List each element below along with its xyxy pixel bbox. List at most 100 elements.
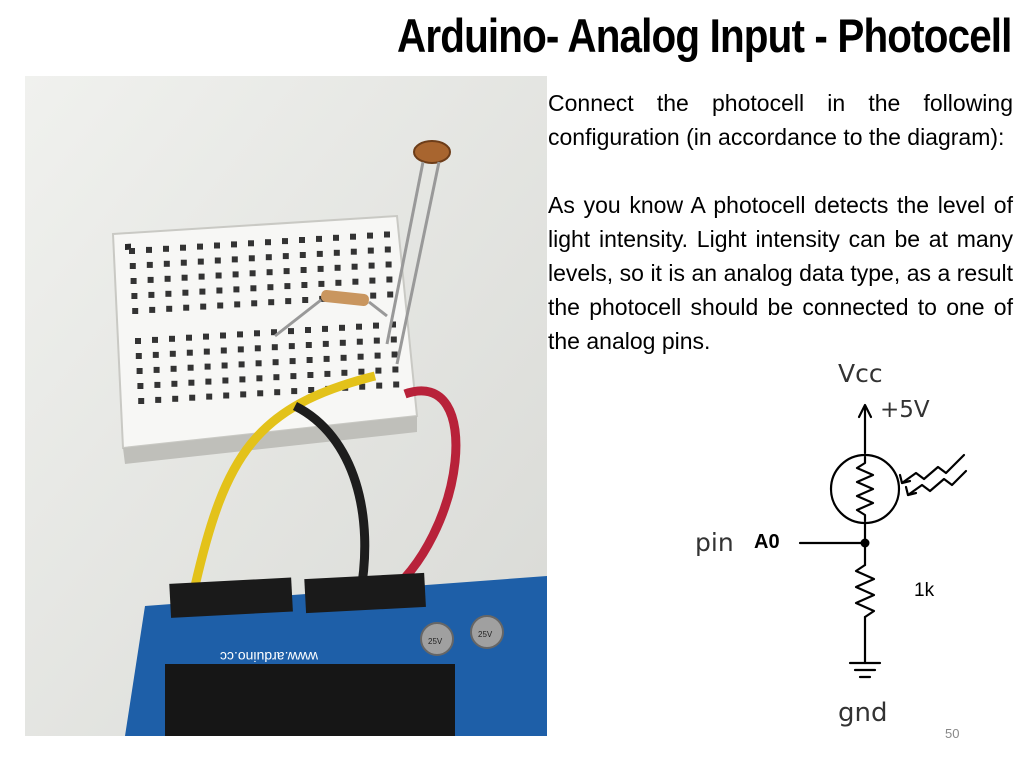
breadboard-hole (130, 278, 137, 284)
breadboard-hole (239, 376, 246, 383)
breadboard-hole (289, 358, 296, 365)
breadboard-hole (215, 272, 222, 279)
breadboard-hole (369, 277, 376, 284)
breadboard-hole (172, 395, 179, 402)
circuit-schematic (690, 355, 990, 735)
breadboard-hole (368, 262, 375, 269)
breadboard-hole (351, 263, 358, 270)
page-number: 50 (945, 726, 960, 741)
breadboard-hole (335, 279, 342, 286)
breadboard-hole (356, 338, 363, 345)
breadboard-hole (214, 242, 220, 249)
breadboard-hole (324, 370, 331, 377)
breadboard-hole (367, 247, 374, 254)
arduino-board: www.arduino.cc 25V 25V (125, 572, 547, 736)
breadboard-hole (339, 339, 346, 346)
breadboard-hole (316, 250, 323, 257)
breadboard-hole (155, 396, 162, 403)
breadboard-hole (248, 240, 254, 247)
breadboard-hole (189, 394, 196, 401)
photoresistor-symbol (829, 453, 901, 525)
breadboard-hole (221, 362, 228, 369)
breadboard-hole (205, 378, 212, 385)
resistor (274, 290, 388, 338)
voltage-label: +5V (880, 397, 930, 423)
breadboard-hole (198, 273, 205, 280)
breadboard-hole (299, 252, 306, 258)
breadboard-hole (183, 304, 190, 311)
breadboard-hole (391, 351, 398, 358)
breadboard-hole (392, 366, 399, 373)
breadboard-hole (370, 292, 377, 299)
pin-label: pin (695, 528, 734, 557)
breadboard-hole (268, 299, 275, 306)
breadboard-hole (222, 377, 229, 384)
photocell (385, 140, 451, 365)
breadboard-hole (308, 387, 315, 393)
breadboard-hole (267, 284, 274, 291)
breadboard-hole (271, 329, 277, 336)
breadboard-hole (350, 233, 356, 240)
breadboard-hole (373, 322, 379, 329)
breadboard-hole (206, 393, 213, 400)
breadboard-hole (271, 344, 278, 351)
breadboard-hole (233, 286, 240, 293)
breadboard-hole (180, 259, 187, 266)
breadboard-hole (254, 345, 261, 352)
breadboard-hole (288, 328, 294, 335)
breadboard-hole (188, 379, 195, 386)
breadboard-hole (282, 253, 289, 260)
breadboard-hole (250, 285, 257, 292)
breadboard-hole (240, 391, 247, 398)
breadboard-hole (200, 303, 207, 310)
breadboard-hole (367, 232, 373, 239)
breadboard-photo-illustration: www.arduino.cc 25V 25V (25, 76, 547, 736)
breadboard-hole (180, 244, 186, 251)
breadboard-hole (220, 332, 226, 339)
capacitor-label-2: 25V (478, 630, 493, 639)
breadboard-hole (232, 271, 239, 278)
breadboard-hole (203, 348, 210, 355)
breadboard-hole (163, 260, 170, 267)
breadboard-hole (318, 280, 325, 287)
breadboard-hole (171, 380, 178, 387)
breadboard-hole (256, 375, 263, 382)
breadboard-hole (153, 366, 160, 373)
breadboard-hole (249, 270, 256, 277)
breadboard-hole (199, 288, 206, 295)
breadboard-hole (136, 368, 143, 374)
breadboard-hole (265, 254, 272, 261)
breadboard-hole (334, 264, 341, 271)
breadboard-hole (217, 302, 224, 309)
breadboard-hole (238, 361, 245, 368)
breadboard-hole (376, 382, 383, 389)
breadboard-hole (305, 327, 311, 333)
breadboard-hole (197, 258, 204, 265)
breadboard-hole (393, 381, 400, 388)
breadboard-hole (138, 398, 145, 404)
breadboard-hole (385, 261, 392, 268)
breadboard-hole (384, 231, 390, 238)
breadboard-hole (357, 353, 364, 360)
breadboard-hole (273, 374, 280, 381)
breadboard-hole (305, 342, 312, 348)
breadboard-hole (231, 256, 238, 263)
breadboard-hole (255, 360, 262, 367)
breadboard-hole (237, 331, 243, 338)
breadboard-hole (135, 338, 141, 344)
breadboard-hole (300, 267, 307, 273)
breadboard-hole (148, 291, 155, 298)
breadboard-hole (223, 392, 230, 399)
breadboard-hole (285, 298, 292, 305)
breadboard-hole (265, 239, 271, 246)
light-arrows-icon (898, 453, 968, 497)
breadboard-hole (306, 357, 313, 363)
breadboard-hole (291, 388, 298, 395)
breadboard-hole (248, 255, 255, 262)
instruction-paragraph: Connect the photocell in the following c… (548, 90, 1013, 150)
breadboard-hole (323, 355, 330, 362)
breadboard-hole (299, 237, 305, 243)
breadboard-hole (146, 246, 152, 253)
breadboard-hole (137, 383, 144, 389)
ground-label: gnd (838, 698, 888, 728)
